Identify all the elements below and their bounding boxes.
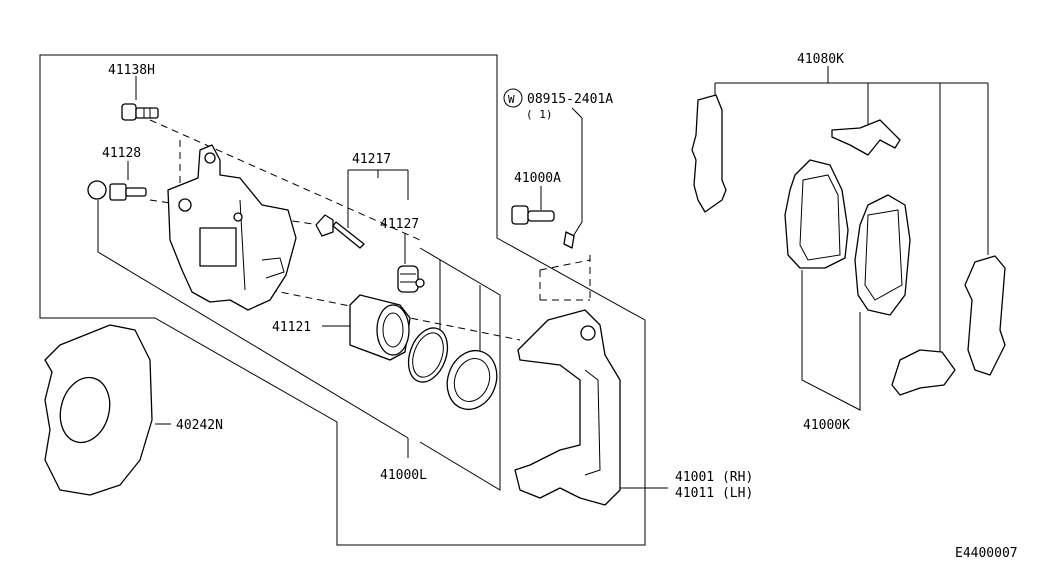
caliper-bolt [121,103,159,121]
piston [349,294,411,361]
dust-shield [44,324,153,496]
label-pad-kit: 41080K [797,52,844,67]
pad-clip-top [831,119,901,156]
bleeder-screw [87,180,147,201]
member-bolt [511,205,575,249]
diagram-id: E4400007 [955,546,1018,561]
piston-seal [407,327,449,383]
label-pin-boot: 41127 [380,217,419,232]
label-washer-qty: ( 1) [526,108,553,121]
label-washer-part: 08915-2401A [527,92,613,107]
outer-shim [691,94,727,213]
washer-symbol-icon [503,88,523,108]
label-torque-member-lh: 41011 (LH) [675,486,753,501]
guide-pin [315,214,365,249]
label-bleeder: 41128 [102,146,141,161]
leader-lines [97,66,989,491]
label-member-bolt: 41000A [514,171,561,186]
pad-clip-bottom [891,349,956,396]
brake-pad-inner [854,194,911,316]
label-bolt-top: 41138H [108,63,155,78]
inner-shim [964,255,1006,376]
label-torque-member-rh: 41001 (RH) [675,470,753,485]
washer-symbol-letter: W [508,93,515,106]
caliper-body [167,144,297,311]
label-piston: 41121 [272,320,311,335]
brake-pad-outer [784,159,849,269]
label-caliper-assy: 41000L [380,468,427,483]
pin-boot [397,265,425,293]
dust-boot [446,349,498,411]
label-pin: 41217 [352,152,391,167]
assembly-outline [39,54,646,546]
label-dust-shield: 40242N [176,418,223,433]
label-pad-set: 41000K [803,418,850,433]
torque-member [514,309,621,506]
